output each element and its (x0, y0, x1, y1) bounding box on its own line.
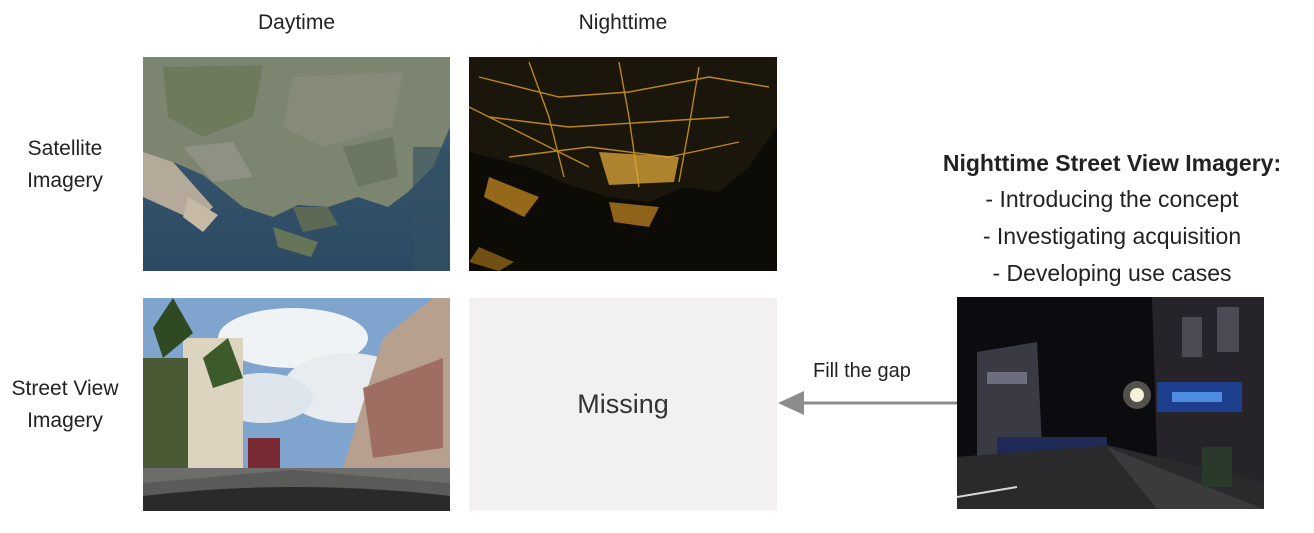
row-header-street-view: Street View Imagery (0, 373, 130, 437)
concept-block: Nighttime Street View Imagery: - Introdu… (912, 145, 1312, 292)
left-arrow-icon (778, 391, 958, 415)
column-header-nighttime: Nighttime (578, 11, 668, 34)
fill-the-gap-label: Fill the gap (813, 360, 911, 382)
daytime-satellite-image (143, 57, 450, 271)
daytime-street-view-image (143, 298, 450, 511)
concept-item: - Investigating acquisition (982, 223, 1242, 249)
missing-placeholder: Missing (469, 298, 777, 511)
row-header-street-line2: Imagery (27, 409, 103, 432)
concept-item: - Introducing the concept (985, 186, 1239, 212)
missing-label: Missing (577, 389, 669, 419)
nighttime-satellite-image (469, 57, 777, 271)
concept-title: Nighttime Street View Imagery: (942, 150, 1282, 176)
concept-item: - Developing use cases (992, 260, 1232, 286)
row-header-satellite-line1: Satellite (27, 137, 103, 160)
column-header-daytime: Daytime (257, 11, 336, 34)
row-header-satellite: Satellite Imagery (0, 133, 130, 197)
row-header-satellite-line2: Imagery (27, 169, 103, 192)
row-header-street-line1: Street View (11, 377, 119, 400)
nighttime-street-view-image (957, 297, 1264, 509)
